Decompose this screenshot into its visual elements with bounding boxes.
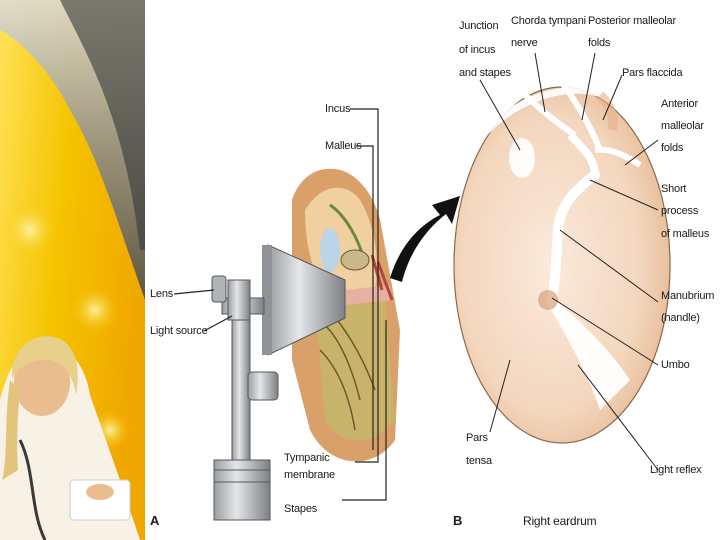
label-pars-flaccida: Pars flaccida (622, 67, 682, 80)
eardrum-illustration (454, 80, 670, 443)
label-umbo: Umbo (661, 359, 690, 372)
panel-b-caption: Right eardrum (523, 515, 596, 528)
panel-a-letter: A (150, 514, 159, 527)
label-light-reflex: Light reflex (650, 464, 701, 477)
panel-b-letter: B (453, 514, 462, 527)
label-tympanic-membrane-line1: Tympanic (284, 452, 329, 465)
label-manubrium-line1: Manubrium (661, 290, 714, 303)
label-posterior-folds-line1: Posterior malleolar (588, 15, 676, 28)
arrow-icon (390, 196, 460, 282)
label-pars-tensa-line1: Pars (466, 432, 488, 445)
label-pars-tensa-line2: tensa (466, 455, 492, 468)
label-tympanic-membrane-line2: membrane (284, 469, 335, 482)
label-anterior-folds-line2: malleolar (661, 120, 704, 133)
label-malleus: Malleus (325, 140, 362, 153)
label-junction-line1: Junction (459, 20, 498, 33)
label-chorda-line2: nerve (511, 37, 538, 50)
label-junction-line3: and stapes (459, 67, 511, 80)
label-short-process-line2: process (661, 205, 698, 218)
label-chorda-line1: Chorda tympani (511, 15, 586, 28)
label-short-process-line1: Short (661, 183, 686, 196)
label-stapes: Stapes (284, 503, 317, 516)
label-incus: Incus (325, 103, 350, 116)
label-posterior-folds-line2: folds (588, 37, 610, 50)
label-junction-line2: of incus (459, 44, 495, 57)
label-light-source: Light source (150, 325, 208, 338)
label-manubrium-line2: (handle) (661, 312, 700, 325)
label-lens: Lens (150, 288, 173, 301)
label-anterior-folds-line1: Anterior (661, 98, 698, 111)
label-short-process-line3: of malleus (661, 228, 709, 241)
label-anterior-folds-line3: folds (661, 142, 683, 155)
